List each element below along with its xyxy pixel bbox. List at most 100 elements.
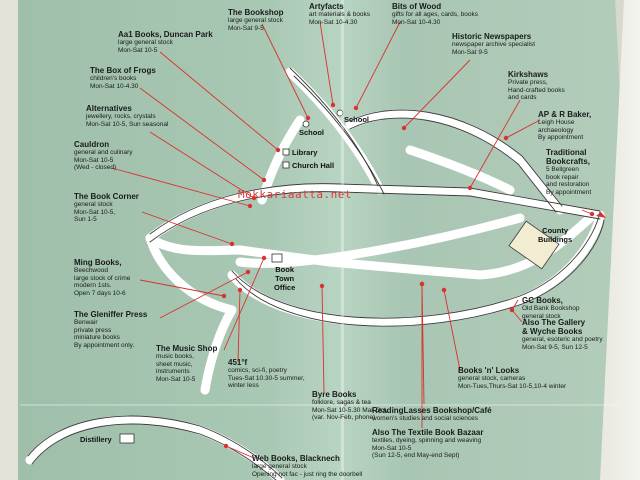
shop-name: Also The Gallery & Wyche Books (522, 318, 586, 336)
shop-name: Books 'n' Looks (458, 366, 520, 375)
shop-details: Leigh House archaeology By appointment (538, 119, 584, 142)
shop-details: 5 Bellgreen book repair and restoration … (546, 166, 592, 196)
shop-details: comics, sci-fi, poetry Tues-Sat 10.30-5 … (228, 367, 305, 390)
shop-name: GC Books, (522, 296, 563, 305)
shop-label-gc-books: GC Books,Old Bank Bookshop general stock (522, 296, 579, 320)
pointer-kirkshaws (469, 99, 521, 189)
shop-name: Bits of Wood (392, 2, 442, 11)
shop-details: general, esoteric and poetry Mon-Sat 9-5… (522, 336, 603, 351)
pointer-alternatives (149, 131, 255, 199)
pointer-box-of-frogs (139, 87, 265, 181)
place-church-hall: Church Hall (292, 161, 335, 170)
shop-details: large general stock Opening not fac - ju… (252, 463, 363, 478)
shop-details: Old Bank Bookshop general stock (522, 305, 580, 320)
shop-details: women's studies and social sciences (372, 415, 479, 422)
place-library: Library (292, 148, 318, 157)
road-upper-right (405, 145, 515, 195)
marker-book-corner (229, 241, 235, 247)
shop-details: large general stock Mon-Sat 9-5 (228, 17, 283, 32)
road-loop-outer (227, 211, 605, 327)
shop-name: The Book Corner (74, 192, 139, 201)
shop-label-traditional-bookcrafts: Traditional Bookcrafts,5 Bellgreen book … (546, 148, 591, 196)
shop-name: The Gleniffer Press (74, 310, 148, 319)
marker-box-of-frogs (261, 177, 267, 183)
shop-pointers (111, 21, 593, 459)
county-buildings-block (508, 220, 560, 270)
distillery-block (119, 433, 135, 444)
shop-details: Benwair private press miniature books By… (74, 319, 135, 349)
pointer-ming-books (139, 279, 225, 297)
pointer-books-n-looks (443, 289, 461, 371)
shop-details: children's books Mon-Sat 10-4.30 (90, 75, 139, 90)
fold-line-vertical (341, 0, 344, 480)
road-bottom-loop (25, 415, 285, 480)
marker-alternatives (251, 195, 257, 201)
church-hall-block (282, 161, 290, 169)
marker-artyfacts (330, 102, 336, 108)
shop-details: general stock, cameras Mon-Tues,Thurs-Sa… (458, 375, 567, 390)
shop-label-ap-r-baker: AP & R Baker,Leigh House archaeology By … (538, 110, 591, 142)
pointer-bits-of-wood (355, 21, 401, 109)
marker-bookshop (305, 115, 311, 121)
shop-details: gifts for all ages, cards, books Mon-Sat… (392, 11, 478, 26)
shop-details: newspaper archive specialist Mon-Sat 9-5 (452, 41, 536, 56)
shop-details: textiles, dyeing, spinning and weaving M… (372, 437, 482, 460)
shop-name: Historic Newspapers (452, 32, 532, 41)
marker-ming-books (221, 293, 227, 299)
place-school-2: School (344, 115, 370, 124)
school-marker-1 (302, 120, 310, 128)
shop-name: Traditional Bookcrafts, (546, 148, 591, 166)
pointer-historic-newspapers (403, 59, 471, 129)
place-school-1: School (299, 128, 325, 137)
marker-byre-books (319, 283, 325, 289)
marker-books-n-looks (441, 287, 447, 293)
marker-aa1-books (275, 147, 281, 153)
watermark-text: Mokkariaatta.net (238, 188, 352, 201)
shop-name: The Bookshop (228, 8, 284, 17)
library-block (282, 148, 290, 156)
page-margin-left (0, 0, 22, 480)
shop-name: Alternatives (86, 104, 132, 113)
shop-details: Private press, Hand-crafted books and ca… (508, 79, 565, 102)
shop-name: Cauldron (74, 140, 110, 149)
road-loop-inner (235, 213, 525, 268)
shop-name: Web Books, Blacknech (252, 454, 340, 463)
road-main-south (145, 213, 595, 280)
shop-markers (221, 102, 595, 449)
shop-name: The Box of Frogs (90, 66, 156, 75)
shop-name: 451°f (228, 358, 248, 367)
place-book-town-office: Book Town Office (274, 265, 296, 292)
pointer-cauldron (111, 167, 251, 207)
marker-historic-newspapers (401, 125, 407, 131)
pointer-aa1-books (159, 51, 279, 151)
shop-details: jewellery, rocks, crystals Mon-Sat 10-5,… (86, 113, 169, 128)
road-school-lane (257, 115, 305, 205)
shop-details: general and culinary Mon-Sat 10-5 (Wed -… (74, 149, 133, 172)
place-distillery: Distillery (80, 435, 112, 444)
marker-451f (237, 287, 243, 293)
pointer-gleniffer-press (159, 271, 249, 319)
marker-bits-of-wood (353, 105, 359, 111)
pointer-artyfacts (319, 21, 334, 106)
pointer-bookshop (261, 23, 309, 119)
pointer-451f (237, 289, 241, 363)
marker-gc-also (509, 307, 515, 313)
pointer-web-books (225, 445, 255, 459)
pointer-music-shop (223, 257, 265, 351)
pointer-byre-books (321, 285, 325, 393)
place-county-buildings: County Buildings (538, 226, 573, 244)
